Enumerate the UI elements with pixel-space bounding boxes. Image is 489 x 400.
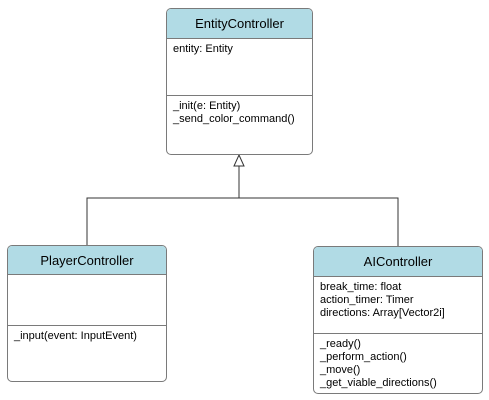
method: _move() [320,364,361,376]
attribute: entity: Entity [173,43,233,55]
inheritance-arrowhead [233,153,245,167]
inheritance-line-player [86,166,240,245]
class-player-controller[interactable]: PlayerController _input(event: InputEven… [7,245,167,382]
method: _perform_action() [320,351,407,363]
method: _init(e: Entity) [173,100,241,112]
method: _input(event: InputEvent) [14,330,137,342]
methods-section: _init(e: Entity) _send_color_command() [167,96,312,126]
methods-section: _input(event: InputEvent) [8,326,166,343]
class-name: AIController [363,254,433,269]
class-name: PlayerController [40,252,134,268]
attributes-section: break_time: float action_timer: Timer di… [314,277,482,334]
method: _send_color_command() [173,113,295,125]
inheritance-line-ai [239,197,399,246]
class-name: EntityController [195,16,284,31]
attributes-section: entity: Entity [167,39,312,96]
class-name-header: AIController [314,247,482,277]
methods-section: _ready() _perform_action() _move() _get_… [314,334,482,390]
class-ai-controller[interactable]: AIController break_time: float action_ti… [313,246,483,394]
method: _ready() [320,338,361,350]
method: _get_viable_directions() [320,377,437,389]
attribute: break_time: float [320,281,402,293]
attribute: action_timer: Timer [320,294,414,306]
attributes-section [8,275,166,326]
class-entity-controller[interactable]: EntityController entity: Entity _init(e:… [166,8,313,155]
class-name-header: PlayerController [8,246,166,275]
attribute: directions: Array[Vector2i] [320,307,445,319]
class-name-header: EntityController [167,9,312,39]
